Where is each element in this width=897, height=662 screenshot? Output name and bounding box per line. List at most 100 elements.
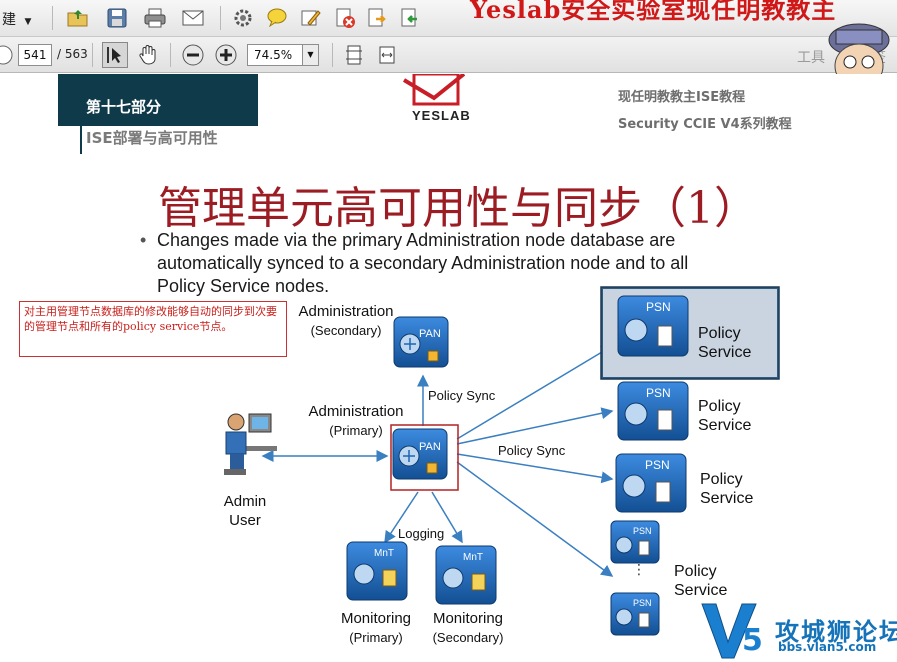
- label-line: Administration: [298, 303, 394, 320]
- cursor-arrow-icon: [107, 47, 121, 63]
- zoom-out-button[interactable]: [180, 42, 206, 68]
- toolbar-divider: [170, 43, 171, 67]
- admin-secondary-label: Administration (Secondary): [292, 302, 400, 340]
- label-line: Monitoring: [432, 610, 504, 627]
- pan-secondary-node: [393, 316, 449, 368]
- page-total: / 563: [57, 47, 88, 61]
- pencil-icon: [301, 10, 321, 26]
- comment-button[interactable]: [264, 5, 290, 31]
- minus-circle-icon: [182, 44, 204, 66]
- policy-service-label: Policy Service: [674, 562, 727, 600]
- network-diagram: ⋮: [224, 286, 780, 636]
- label-line: Policy: [674, 563, 717, 580]
- admin-user-icon: [224, 413, 277, 475]
- select-tool-button[interactable]: [102, 42, 128, 68]
- import-button[interactable]: [397, 5, 423, 31]
- psn-node: [617, 295, 689, 357]
- print-button[interactable]: [142, 5, 168, 31]
- psn-label: PSN: [633, 526, 652, 536]
- v5-digit: 5: [742, 623, 763, 658]
- slide-title: 管理单元高可用性与同步（1）: [158, 183, 758, 234]
- fit-width-button[interactable]: [374, 42, 400, 68]
- delete-button[interactable]: [332, 5, 358, 31]
- policy-service-label: Policy Service: [698, 397, 751, 435]
- export-button[interactable]: [364, 5, 390, 31]
- policy-sync-label: Policy Sync: [428, 388, 496, 403]
- import-doc-icon: [401, 8, 417, 27]
- toolbar-divider: [52, 6, 53, 30]
- toolbar-divider: [92, 43, 93, 67]
- monitoring-secondary-label: Monitoring (Secondary): [424, 609, 512, 647]
- printer-icon: [144, 8, 166, 28]
- hand-tool-button[interactable]: [135, 42, 161, 68]
- forum-url: bbs.vlan5.com: [778, 640, 877, 654]
- section-divider: [80, 126, 82, 154]
- logging-arrow: [384, 491, 419, 544]
- document-page: 第十七部分 ISE部署与高可用性 YESLAB 现任明教教主ISE教程 Secu…: [0, 74, 897, 662]
- previous-page-button[interactable]: [0, 42, 16, 68]
- folder-open-icon: [67, 10, 88, 27]
- plus-circle-icon: [215, 44, 237, 66]
- overlay-watermark: Yeslab安全实验室现任明教教主: [470, 0, 837, 24]
- policy-sync-label: Policy Sync: [498, 443, 566, 458]
- fit-page-button[interactable]: [341, 42, 367, 68]
- label-line: (Primary): [349, 630, 403, 645]
- save-icon: [107, 8, 127, 28]
- highlight-button[interactable]: [298, 5, 324, 31]
- label-line: (Secondary): [432, 630, 504, 645]
- main-toolbar: 建 ▼: [0, 0, 897, 37]
- sync-psn-arrow: [456, 453, 614, 484]
- label-line: (Secondary): [310, 323, 382, 338]
- create-menu[interactable]: 建 ▼: [2, 9, 31, 29]
- policy-service-label: Policy Service: [700, 470, 753, 508]
- label-line: Policy: [698, 398, 741, 415]
- logging-arrow: [431, 491, 463, 544]
- sync-psn-arrow: [456, 461, 614, 577]
- save-button[interactable]: [104, 5, 130, 31]
- annotation-callout: 对主用管理节点数据库的修改能够自动的同步到次要的管理节点和所有的policy s…: [19, 301, 287, 357]
- circle-up-icon: [0, 45, 13, 65]
- open-button[interactable]: [65, 5, 91, 31]
- mnt-label: MnT: [374, 548, 394, 559]
- mnt-secondary-node: [435, 545, 497, 605]
- label-line: (Primary): [329, 423, 383, 438]
- toolbar-divider: [220, 6, 221, 30]
- create-label: 建: [2, 12, 16, 28]
- label-line: Administration: [308, 403, 404, 420]
- label-line: Admin: [223, 493, 267, 510]
- chevron-down-icon: ▼: [24, 17, 32, 27]
- toolbar-divider: [332, 43, 333, 67]
- zoom-dropdown-button[interactable]: ▼: [302, 44, 319, 66]
- pan-label: PAN: [419, 441, 441, 453]
- email-button[interactable]: [180, 5, 206, 31]
- mnt-label: MnT: [463, 552, 483, 563]
- psn-label: PSN: [633, 598, 652, 608]
- logging-label: Logging: [398, 526, 445, 541]
- course-line-1: 现任明教教主ISE教程: [618, 90, 746, 105]
- yeslab-logo-icon: [402, 74, 466, 106]
- chevron-down-icon: ▼: [307, 50, 314, 59]
- psn-label: PSN: [646, 300, 671, 314]
- ellipsis-dots: ⋮: [632, 562, 646, 578]
- psn-node-small: [610, 520, 660, 564]
- label-line: Policy: [700, 471, 743, 488]
- zoom-in-button[interactable]: [213, 42, 239, 68]
- delete-doc-icon: [336, 8, 355, 28]
- fit-page-icon: [346, 45, 362, 65]
- forum-name: 攻城狮论坛: [775, 618, 897, 646]
- monitoring-primary-label: Monitoring (Primary): [332, 609, 420, 647]
- tools-tab[interactable]: 工具: [797, 50, 825, 66]
- gear-icon: [234, 9, 252, 27]
- label-line: Service: [674, 582, 728, 599]
- sync-psn-arrow: [456, 345, 614, 440]
- page-number-input[interactable]: 541: [18, 44, 52, 66]
- admin-primary-label: Administration (Primary): [302, 402, 410, 440]
- policy-service-label: Policy Service: [698, 324, 751, 362]
- section-title: ISE部署与高可用性: [86, 129, 218, 147]
- zoom-level-field[interactable]: 74.5%: [247, 44, 303, 66]
- forum-logo-icon: 5: [701, 603, 763, 659]
- settings-button[interactable]: [230, 5, 256, 31]
- label-line: Service: [698, 417, 752, 434]
- pan-primary-node: [392, 428, 448, 480]
